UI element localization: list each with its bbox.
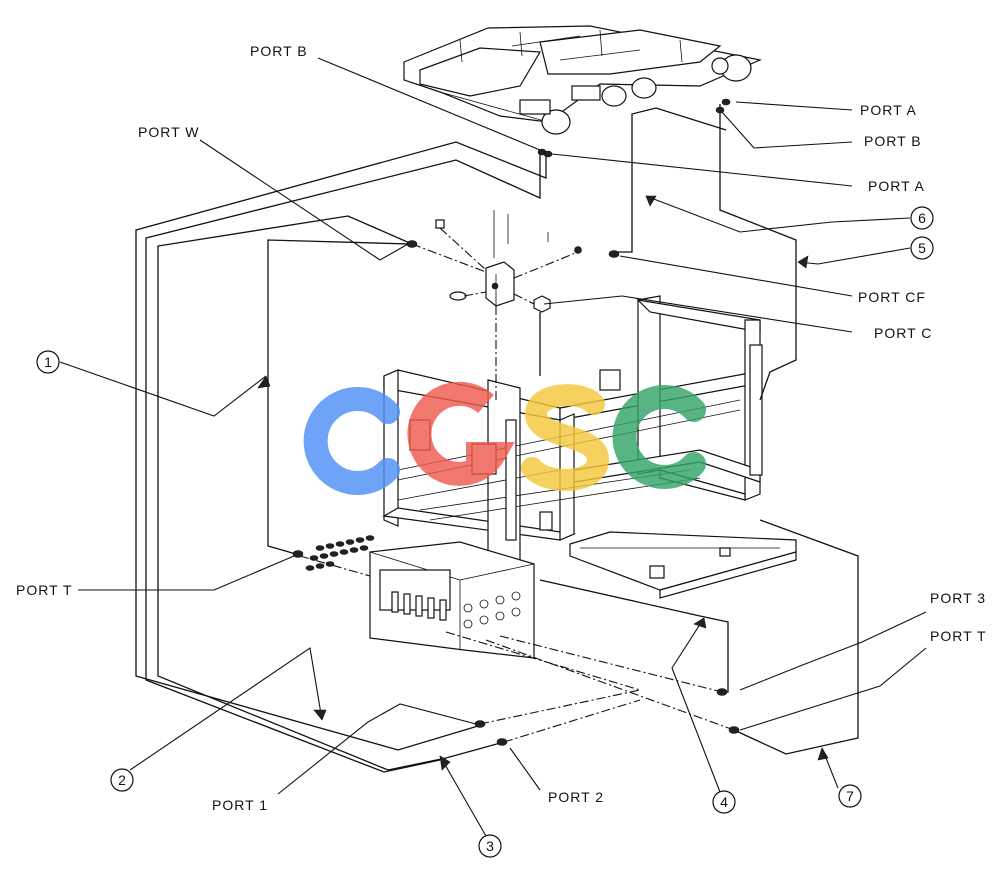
port-grid bbox=[463, 591, 521, 629]
fitting-port-2 bbox=[496, 738, 508, 746]
fitting-port-a-right bbox=[721, 98, 731, 106]
manifold-block bbox=[435, 210, 582, 313]
hose-2 bbox=[157, 215, 505, 771]
callout-4-label: 4 bbox=[720, 794, 728, 810]
fitting-port-t-left bbox=[292, 550, 304, 558]
callout-2-label: 2 bbox=[118, 772, 126, 788]
callout-7: 7 bbox=[838, 784, 862, 808]
callout-2: 2 bbox=[110, 768, 134, 792]
watermark-letter-c2 bbox=[612, 385, 706, 489]
callout-5-label: 5 bbox=[918, 240, 926, 256]
fitting-port-b-right bbox=[715, 106, 725, 114]
label-port-t-left: PORT T bbox=[16, 582, 73, 598]
callout-5: 5 bbox=[910, 236, 934, 260]
leader-lines bbox=[59, 57, 927, 837]
hose-routes bbox=[135, 104, 859, 773]
hose-1 bbox=[135, 141, 547, 751]
port-labels: PORT B PORT W PORT A PORT B PORT A PORT … bbox=[16, 43, 987, 813]
hose-4 bbox=[267, 239, 411, 555]
fitting-port-3 bbox=[716, 688, 728, 696]
callout-6: 6 bbox=[910, 206, 934, 230]
hose-6 bbox=[614, 107, 727, 253]
label-port-t-right: PORT T bbox=[930, 628, 987, 644]
label-port-b-right: PORT B bbox=[864, 133, 922, 149]
callout-3-label: 3 bbox=[486, 838, 494, 854]
fitting-port-t-right bbox=[728, 726, 740, 734]
fitting-port-w bbox=[406, 240, 418, 248]
watermark-letter-g bbox=[407, 381, 515, 486]
fitting-port-cf bbox=[608, 250, 620, 258]
power-unit bbox=[305, 535, 535, 659]
label-port-1: PORT 1 bbox=[212, 797, 268, 813]
fitting-port-1 bbox=[474, 720, 486, 728]
callout-1-label: 1 bbox=[44, 354, 52, 370]
label-port-c: PORT C bbox=[874, 325, 932, 341]
callout-1: 1 bbox=[36, 350, 60, 374]
label-port-b-top: PORT B bbox=[250, 43, 308, 59]
lower-plate bbox=[569, 531, 797, 599]
hose-port-3 bbox=[539, 579, 729, 693]
callout-6-label: 6 bbox=[918, 210, 926, 226]
watermark-logo bbox=[303, 381, 706, 495]
label-port-w: PORT W bbox=[138, 124, 200, 140]
label-port-a-right1: PORT A bbox=[860, 102, 917, 118]
hose-7 bbox=[733, 519, 859, 755]
label-port-cf: PORT CF bbox=[858, 289, 926, 305]
centerlines bbox=[299, 227, 735, 743]
callout-7-label: 7 bbox=[846, 788, 854, 804]
label-port-a-right2: PORT A bbox=[868, 178, 925, 194]
callout-4: 4 bbox=[712, 790, 736, 814]
fitting-port-a-top bbox=[543, 150, 553, 158]
label-port-3: PORT 3 bbox=[930, 590, 986, 606]
watermark-letter-s bbox=[521, 384, 610, 491]
hose-3 bbox=[145, 154, 541, 773]
valve-bank bbox=[391, 591, 447, 621]
watermark-letter-c1 bbox=[303, 387, 400, 495]
callout-3: 3 bbox=[478, 834, 502, 858]
top-actuator-assembly bbox=[403, 25, 762, 135]
loose-fittings bbox=[305, 535, 375, 571]
label-port-2: PORT 2 bbox=[548, 789, 604, 805]
hose-5 bbox=[719, 104, 797, 401]
